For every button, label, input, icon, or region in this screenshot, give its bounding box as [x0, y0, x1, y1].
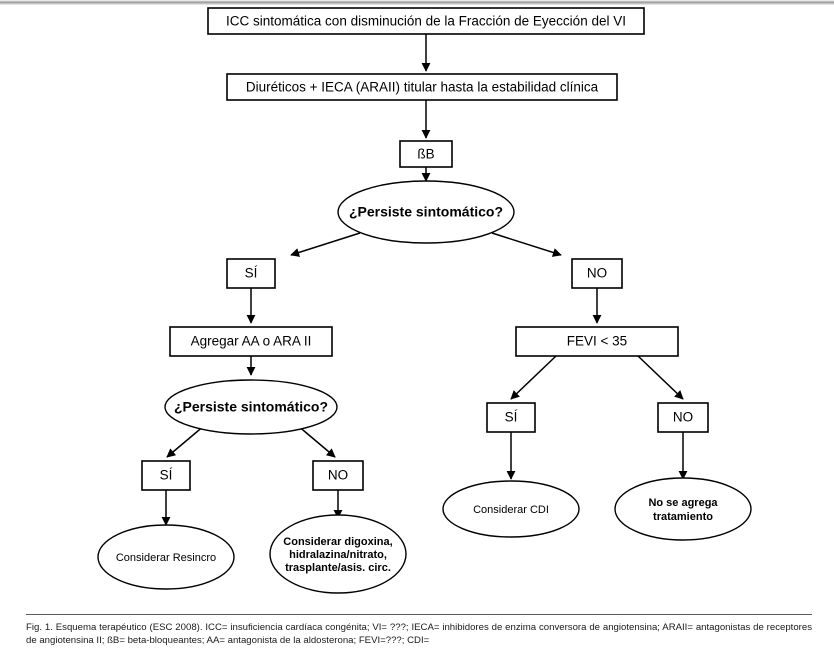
node-label-n15-line2: hidralazina/nitrato,	[289, 549, 387, 561]
node-no-1[interactable]: NO	[571, 258, 623, 289]
node-si-2[interactable]: SÍ	[141, 460, 191, 491]
node-si-3[interactable]: SÍ	[486, 402, 536, 433]
node-label-n13: NO	[673, 410, 693, 425]
node-considerar-cdi[interactable]: Considerar CDI	[442, 480, 580, 538]
node-no-3[interactable]: NO	[657, 402, 709, 433]
node-agregar-aa-ara2[interactable]: Agregar AA o ARA II	[169, 326, 333, 357]
node-label-n15-line1: Considerar digoxina,	[283, 536, 392, 548]
node-icc-sintomatica[interactable]: ICC sintomática con disminución de la Fr…	[207, 7, 645, 35]
node-label-n8: FEVI < 35	[567, 334, 627, 349]
node-label-n6: NO	[587, 266, 607, 281]
node-label-n5: SÍ	[245, 266, 258, 281]
edge-n4-n5	[290, 232, 361, 257]
node-label-n9: ¿Persiste sintomático?	[174, 399, 328, 415]
node-label-n17-line2: tratamiento	[653, 511, 713, 523]
node-label-n2: Diuréticos + IECA (ARAII) titular hasta …	[246, 80, 599, 95]
edge-n4-n6	[491, 232, 562, 257]
node-label-n1: ICC sintomática con disminución de la Fr…	[226, 14, 626, 29]
edge-group	[161, 34, 688, 526]
flowchart-svg: ICC sintomática con disminución de la Fr…	[97, 7, 752, 594]
node-beta-bloqueante[interactable]: ßB	[399, 140, 453, 168]
node-label-n17-line1: No se agrega	[648, 497, 718, 509]
node-label-n11: NO	[328, 468, 348, 483]
top-gradient-strip	[0, 0, 834, 5]
node-label-n7: Agregar AA o ARA II	[191, 334, 312, 349]
node-label-n16: Considerar CDI	[473, 504, 549, 516]
node-label-n15-line3: trasplante/asis. circ.	[285, 562, 391, 574]
node-persiste-sintomatico-2[interactable]: ¿Persiste sintomático?	[164, 379, 338, 435]
node-si-1[interactable]: SÍ	[226, 258, 276, 289]
node-label-n10: SÍ	[160, 468, 173, 483]
node-no-se-agrega-tratamiento[interactable]: No se agrega tratamiento	[614, 477, 752, 541]
node-considerar-digoxina[interactable]: Considerar digoxina, hidralazina/nitrato…	[269, 514, 407, 594]
node-label-n12: SÍ	[505, 410, 518, 425]
node-label-n3: ßB	[417, 147, 434, 162]
edge-n9-n11	[296, 424, 336, 458]
edge-n8-n13	[637, 355, 684, 400]
node-label-n4: ¿Persiste sintomático?	[349, 204, 503, 220]
node-considerar-resincro[interactable]: Considerar Resincro	[97, 524, 235, 590]
edge-n9-n10	[166, 424, 206, 458]
caption-divider	[26, 614, 812, 615]
edge-n8-n12	[510, 355, 557, 400]
node-no-2[interactable]: NO	[312, 460, 364, 491]
figure-caption-text: Fig. 1. Esquema terapéutico (ESC 2008). …	[26, 622, 812, 647]
flowchart-figure: ICC sintomática con disminución de la Fr…	[0, 5, 834, 610]
node-diureticos-ieca[interactable]: Diuréticos + IECA (ARAII) titular hasta …	[226, 73, 618, 101]
figure-caption-block: Fig. 1. Esquema terapéutico (ESC 2008). …	[26, 614, 812, 647]
node-fevi-35[interactable]: FEVI < 35	[515, 326, 679, 357]
node-label-n14: Considerar Resincro	[116, 552, 216, 564]
node-persiste-sintomatico-1[interactable]: ¿Persiste sintomático?	[337, 180, 515, 244]
